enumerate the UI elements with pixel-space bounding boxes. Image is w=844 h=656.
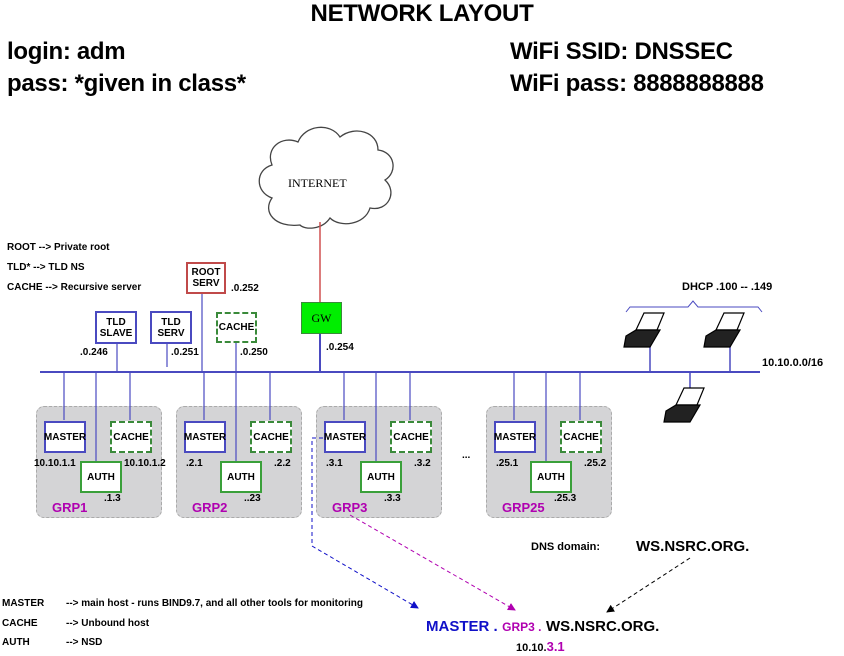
- auth-node[interactable]: AUTH: [530, 461, 572, 493]
- cache-node[interactable]: CACHE: [560, 421, 602, 453]
- master-node[interactable]: MASTER: [324, 421, 366, 453]
- dns-domain-value: WS.NSRC.ORG.: [636, 538, 750, 555]
- master-label: MASTER: [493, 431, 537, 443]
- master-node[interactable]: MASTER: [44, 421, 86, 453]
- master-addr: .3.1: [326, 458, 343, 469]
- master-node[interactable]: MASTER: [494, 421, 536, 453]
- master-arrow: [311, 437, 419, 609]
- group-name: GRP1: [52, 500, 88, 515]
- ip-prefix: 10.10.: [516, 642, 547, 654]
- gateway-label: GW: [311, 310, 332, 325]
- master-label: MASTER: [323, 431, 367, 443]
- auth-label: AUTH: [367, 471, 395, 483]
- root-addr: .0.252: [231, 283, 259, 294]
- master-label: MASTER: [183, 431, 227, 443]
- auth-addr: ..23: [244, 493, 261, 504]
- master-addr: .25.1: [496, 458, 519, 469]
- fqdn-group: GRP3 .: [502, 620, 542, 634]
- master-addr: .2.1: [186, 458, 203, 469]
- tld-slave-label-1: TLD: [106, 316, 126, 328]
- legend-root: ROOT --> Private root: [7, 242, 110, 253]
- laptop-icon: [623, 312, 665, 348]
- cache-node[interactable]: CACHE: [390, 421, 432, 453]
- internet-cloud-icon: [258, 126, 394, 229]
- legend-cache: CACHE --> Recursive server: [7, 282, 142, 293]
- gateway-node[interactable]: GW: [301, 302, 342, 334]
- cache-server-addr: .0.250: [240, 347, 268, 358]
- internet-label: INTERNET: [288, 176, 347, 190]
- ip-suffix: 3.1: [546, 639, 565, 654]
- fqdn-domain: WS.NSRC.ORG.: [545, 618, 660, 635]
- group-name: GRP3: [332, 500, 368, 515]
- legend-tld: TLD* --> TLD NS: [7, 262, 85, 273]
- cache-label: CACHE: [563, 431, 599, 443]
- pass-text: pass: *given in class*: [7, 70, 246, 97]
- laptop-icon: [703, 312, 745, 348]
- gateway-addr: .0.254: [326, 342, 354, 353]
- master-node[interactable]: MASTER: [184, 421, 226, 453]
- auth-label: AUTH: [537, 471, 565, 483]
- fqdn-host: MASTER .: [426, 618, 498, 635]
- tld-serv-label-1: TLD: [161, 316, 181, 328]
- ellipsis: ...: [462, 450, 471, 461]
- master-label: MASTER: [43, 431, 87, 443]
- cache-label: CACHE: [253, 431, 289, 443]
- auth-addr: .25.3: [554, 493, 577, 504]
- laptop-icon: [663, 387, 705, 423]
- auth-label: AUTH: [87, 471, 115, 483]
- group-arrow: [349, 514, 516, 611]
- cache-node[interactable]: CACHE: [250, 421, 292, 453]
- ip-example: 10.10.3.1: [516, 638, 565, 656]
- auth-addr: .3.3: [384, 493, 401, 504]
- tld-serv-addr: .0.251: [171, 347, 199, 358]
- fqdn-example: MASTER . GRP3 . WS.NSRC.ORG.: [426, 618, 659, 636]
- login-text: login: adm: [7, 38, 126, 65]
- tld-slave-addr: .0.246: [80, 347, 108, 358]
- master-addr: 10.10.1.1: [34, 458, 76, 469]
- domain-arrow: [606, 557, 691, 613]
- auth-label: AUTH: [227, 471, 255, 483]
- dhcp-range: DHCP .100 -- .149: [682, 281, 773, 293]
- auth-addr: .1.3: [104, 493, 121, 504]
- wifi-pass-text: WiFi pass: 8888888888: [510, 70, 764, 97]
- cache-label: CACHE: [393, 431, 429, 443]
- cache-addr: .3.2: [414, 458, 431, 469]
- auth-node[interactable]: AUTH: [360, 461, 402, 493]
- dhcp-brace: [625, 300, 763, 313]
- auth-node[interactable]: AUTH: [220, 461, 262, 493]
- subnet-label: 10.10.0.0/16: [762, 357, 824, 369]
- root-label-1: ROOT: [191, 267, 221, 278]
- cache-addr: .25.2: [584, 458, 607, 469]
- cache-addr: .2.2: [274, 458, 291, 469]
- cache-server-node[interactable]: CACHE: [216, 312, 257, 343]
- cache-node[interactable]: CACHE: [110, 421, 152, 453]
- legend-auth: AUTH--> NSD: [2, 637, 103, 648]
- tld-serv-label-2: SERV: [157, 327, 185, 339]
- page-title: NETWORK LAYOUT: [310, 0, 534, 27]
- root-label-2: SERV: [192, 278, 220, 289]
- cache-addr: 10.10.1.2: [124, 458, 166, 469]
- dns-domain-label: DNS domain:: [531, 541, 601, 553]
- group-name: GRP2: [192, 500, 228, 515]
- wifi-ssid-text: WiFi SSID: DNSSEC: [510, 38, 733, 65]
- tld-slave-label-2: SLAVE: [99, 327, 133, 339]
- group-name: GRP25: [502, 500, 545, 515]
- legend-master: MASTER--> main host - runs BIND9.7, and …: [2, 598, 363, 609]
- cache-label: CACHE: [113, 431, 149, 443]
- cache-server-label: CACHE: [218, 322, 255, 333]
- auth-node[interactable]: AUTH: [80, 461, 122, 493]
- legend-cache-host: CACHE--> Unbound host: [2, 618, 150, 629]
